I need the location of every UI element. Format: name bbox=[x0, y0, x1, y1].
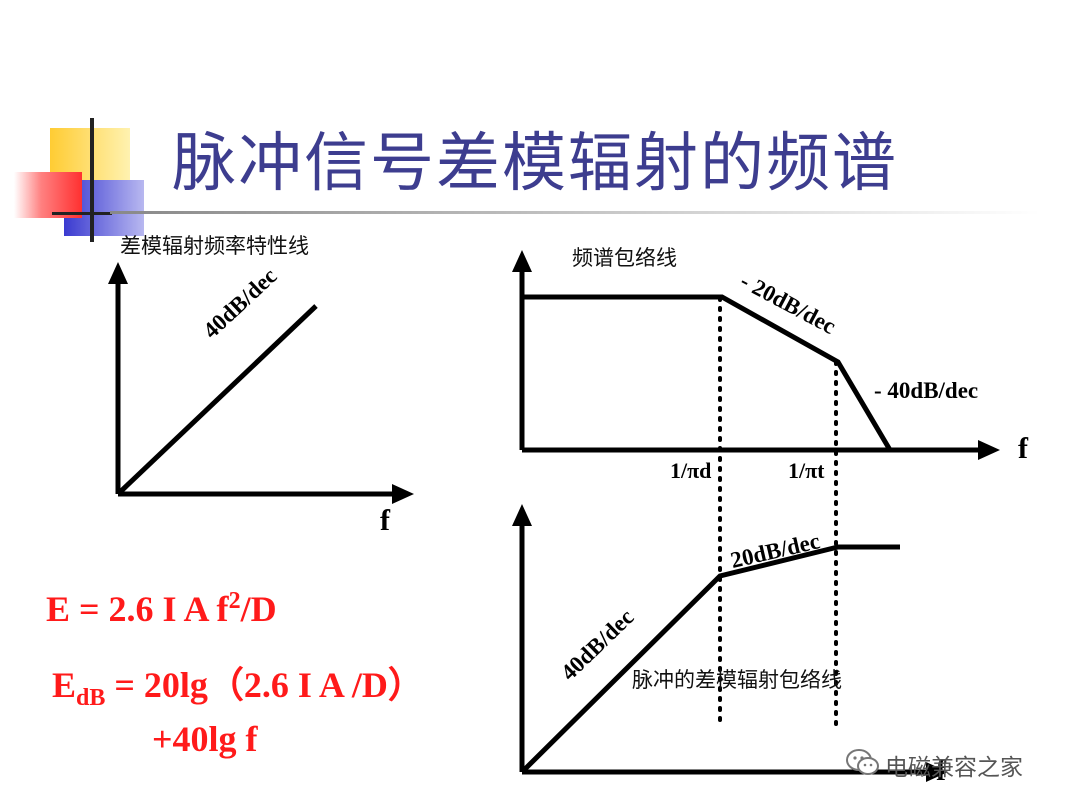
rt-tick-2: 1/πt bbox=[788, 458, 825, 483]
rb-y-arrow bbox=[512, 504, 532, 526]
deco-red-square bbox=[14, 172, 82, 218]
rt-envelope-line bbox=[522, 294, 893, 452]
title-underline bbox=[110, 211, 1040, 214]
formula-2-e: E bbox=[52, 665, 77, 705]
left-x-arrow bbox=[392, 484, 414, 504]
formula-1-main: E = 2.6 I A f bbox=[46, 589, 229, 629]
rb-envelope-line bbox=[520, 544, 900, 774]
deco-vertical-bar bbox=[90, 118, 94, 242]
left-slope-line bbox=[116, 304, 318, 496]
formula-2-rest: = 20lg（2.6 I A /D） bbox=[105, 665, 424, 705]
watermark-text: 电磁兼容之家 bbox=[885, 755, 1023, 781]
slide-title: 脉冲信号差模辐射的频谱 bbox=[172, 127, 898, 201]
rb-chart-label: 脉冲的差模辐射包络线 bbox=[632, 668, 842, 692]
rt-y-arrow bbox=[512, 250, 532, 272]
wechat-icon bbox=[846, 749, 879, 775]
deco-horizontal-bar bbox=[52, 212, 112, 215]
left-chart-label: 差模辐射频率特性线 bbox=[120, 234, 309, 258]
title-decoration bbox=[14, 118, 1040, 242]
rb-x-arrow bbox=[926, 762, 948, 782]
left-y-arrow bbox=[108, 262, 128, 284]
rt-tick-1: 1/πd bbox=[670, 458, 712, 483]
rt-axis-f: f bbox=[1018, 432, 1028, 465]
formula-line-2: EdB = 20lg（2.6 I A /D） bbox=[52, 656, 424, 712]
formula-line-1: E = 2.6 I A f2/D bbox=[46, 588, 277, 630]
formula-1-sup: 2 bbox=[228, 588, 241, 614]
formula-2-sub: dB bbox=[76, 685, 106, 712]
formula-line-3: +40lg f bbox=[152, 719, 258, 759]
formula-1-end: /D bbox=[240, 589, 277, 629]
rt-chart-label: 频谱包络线 bbox=[572, 246, 677, 270]
rb-axis-f: f bbox=[936, 754, 946, 787]
rt-slope2-label: - 40dB/dec bbox=[874, 378, 979, 403]
rt-x-arrow bbox=[978, 440, 1000, 460]
left-axis-f: f bbox=[380, 504, 390, 537]
